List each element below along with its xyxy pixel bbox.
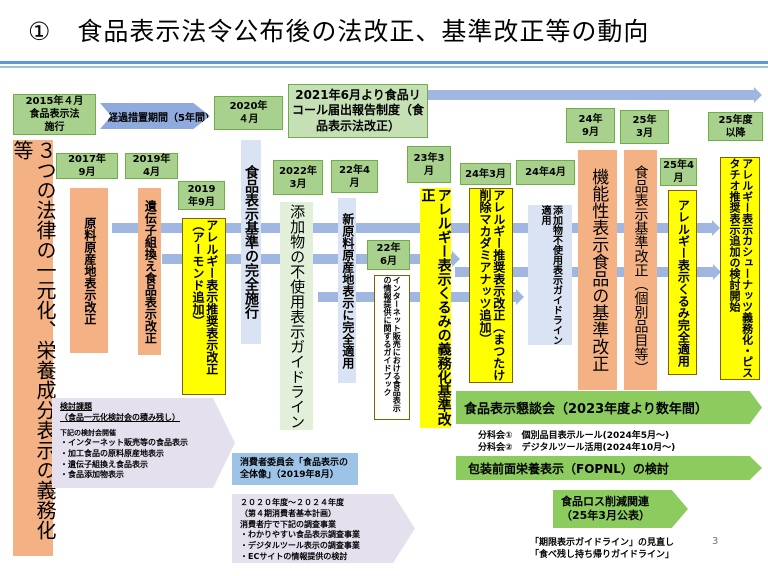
- timeline-arrow: [112, 220, 720, 236]
- issues-item: ・インターネット販売等の食品表示: [60, 438, 188, 448]
- plan-line: 消費者庁で下記の調査事業: [240, 519, 336, 529]
- subcommittee-2: 分科会② デジタルツール活用(2024年10月～): [478, 443, 676, 453]
- additive-guideline-box: 添加物の不使用表示ガイドライン: [280, 202, 313, 430]
- plan-line: ・わかりやすい食品表示調査事業: [240, 530, 360, 540]
- title-divider-secondary: [0, 66, 768, 68]
- date-22-04: 22年4 月: [331, 160, 378, 193]
- date-2022-03: 2022年 3月: [273, 160, 323, 195]
- standard-revision-box: 食品表示基準改正（個別品目等）: [624, 150, 657, 390]
- macadamia-allergy-box: アレルギー推奨表示改正（まつたけ削除マカダミアナッツ追加）: [469, 188, 513, 383]
- unification-box: ３つの法律の一元化、栄養成分表示の義務化等: [10, 140, 57, 556]
- internet-guidebook-box: インターネット販売における食品表示の情報提供に関するガイドブック: [374, 275, 410, 420]
- issues-item: ・加工食品の原料原産地表示: [60, 448, 164, 458]
- food-loss-arrow: 食品ロス削減関連 （25年3月公表）: [553, 490, 688, 528]
- date-2015-04: 2015年４月 食品表示法 施行: [13, 94, 96, 135]
- date-2019-04: 2019年 4月: [125, 153, 178, 179]
- walnut-mandatory-box: アレルギー表示くるみの義務化基準改正: [419, 188, 452, 428]
- date-25-03: 25年 3月: [620, 110, 669, 144]
- date-24-09: 24年 9月: [566, 108, 615, 143]
- full-enforcement-box: 食品表示基準の完全施行: [241, 140, 261, 344]
- date-25-04: 25年4 月: [660, 158, 697, 186]
- walnut-full-box: アレルギー表示くるみ完全適用: [668, 190, 697, 375]
- plan-line: （第４期消費者基本計画）: [240, 508, 336, 518]
- date-25-later: 25年度 以降: [708, 112, 763, 141]
- issues-item: ・食品添加物表示: [60, 470, 124, 480]
- guideline-1: 「期限表示ガイドライン」の見直し: [530, 538, 675, 548]
- recall-system-box: 2021年6月より食品リコール届出報告制度（食品表示法改正）: [288, 84, 428, 138]
- date-2019-09: 2019 年9月: [178, 181, 225, 210]
- timeline-arrow: [318, 289, 524, 305]
- date-24-04: 24年4月: [516, 160, 575, 185]
- plan-box: ２０２０年度～２０２４年度 （第４期消費者基本計画） 消費者庁で下記の調査事業 …: [232, 494, 415, 563]
- title-divider: [0, 61, 768, 64]
- date-24-03: 24年3月: [460, 163, 511, 185]
- timeline-arrow-recall: [428, 87, 762, 103]
- issues-intro: 下記の検討会開催: [60, 428, 116, 437]
- gmo-labeling-box: 遺伝子組換え食品表示改正: [138, 188, 161, 355]
- plan-line: ２０２０年度～２０２４年度: [240, 498, 344, 507]
- additive-guideline-apply-box: 添加物不使用表示ガイドライン適用: [528, 205, 572, 345]
- date-2020-04: 2020年 ４月: [214, 96, 283, 130]
- council-arrow: 食品表示懇談会（2023年度より数年間）: [456, 391, 762, 424]
- date-23-03: 23年3 月: [407, 146, 451, 183]
- issues-box: 検討課題 （食品一元化検討会の積み残し） 下記の検討会開催 ・インターネット販売…: [52, 398, 235, 488]
- new-origin-box: 新原料原産地表示に完全適用: [338, 198, 356, 383]
- issues-heading: 検討課題: [60, 402, 92, 411]
- date-22-06: 22年 6月: [367, 240, 410, 270]
- consumer-committee-box: 消費者委員会「食品表示の全体像」（2019年8月）: [232, 453, 358, 485]
- almond-allergy-box: アレルギー表示推奨表示改正（アーモンド追加）: [182, 218, 226, 395]
- issues-subheading: （食品一元化検討会の積み残し）: [60, 412, 180, 422]
- issues-item: ・遺伝子組換え食品表示: [60, 459, 148, 469]
- functional-food-box: 機能性表示食品の基準改正: [578, 150, 617, 390]
- cashew-box: アレルギー表示カシューナッツ義務化・ピスタチオ推奨表示追加の検討開始: [720, 157, 760, 380]
- page-title: ① 食品表示法令公布後の法改正、基準改正等の動向: [28, 17, 650, 46]
- subcommittee-1: 分科会① 個別品目表示ルール(2024年5月～): [478, 431, 670, 441]
- plan-line: ・デジタルツール表示の調査事業: [240, 541, 360, 551]
- date-2017-09: 2017年 9月: [56, 153, 118, 179]
- plan-line: ・ECサイトの情報提供の検討: [240, 551, 348, 561]
- transition-period-arrow: 経過措置期間（5年間）: [100, 103, 210, 129]
- fopnl-arrow: 包装前面栄養表示（FOPNL）の検討: [456, 456, 762, 480]
- page-number: 3: [712, 536, 719, 547]
- origin-labeling-box: 原料原産地表示改正: [70, 188, 108, 353]
- guideline-2: 「食べ残し持ち帰りガイドライン」: [530, 550, 675, 560]
